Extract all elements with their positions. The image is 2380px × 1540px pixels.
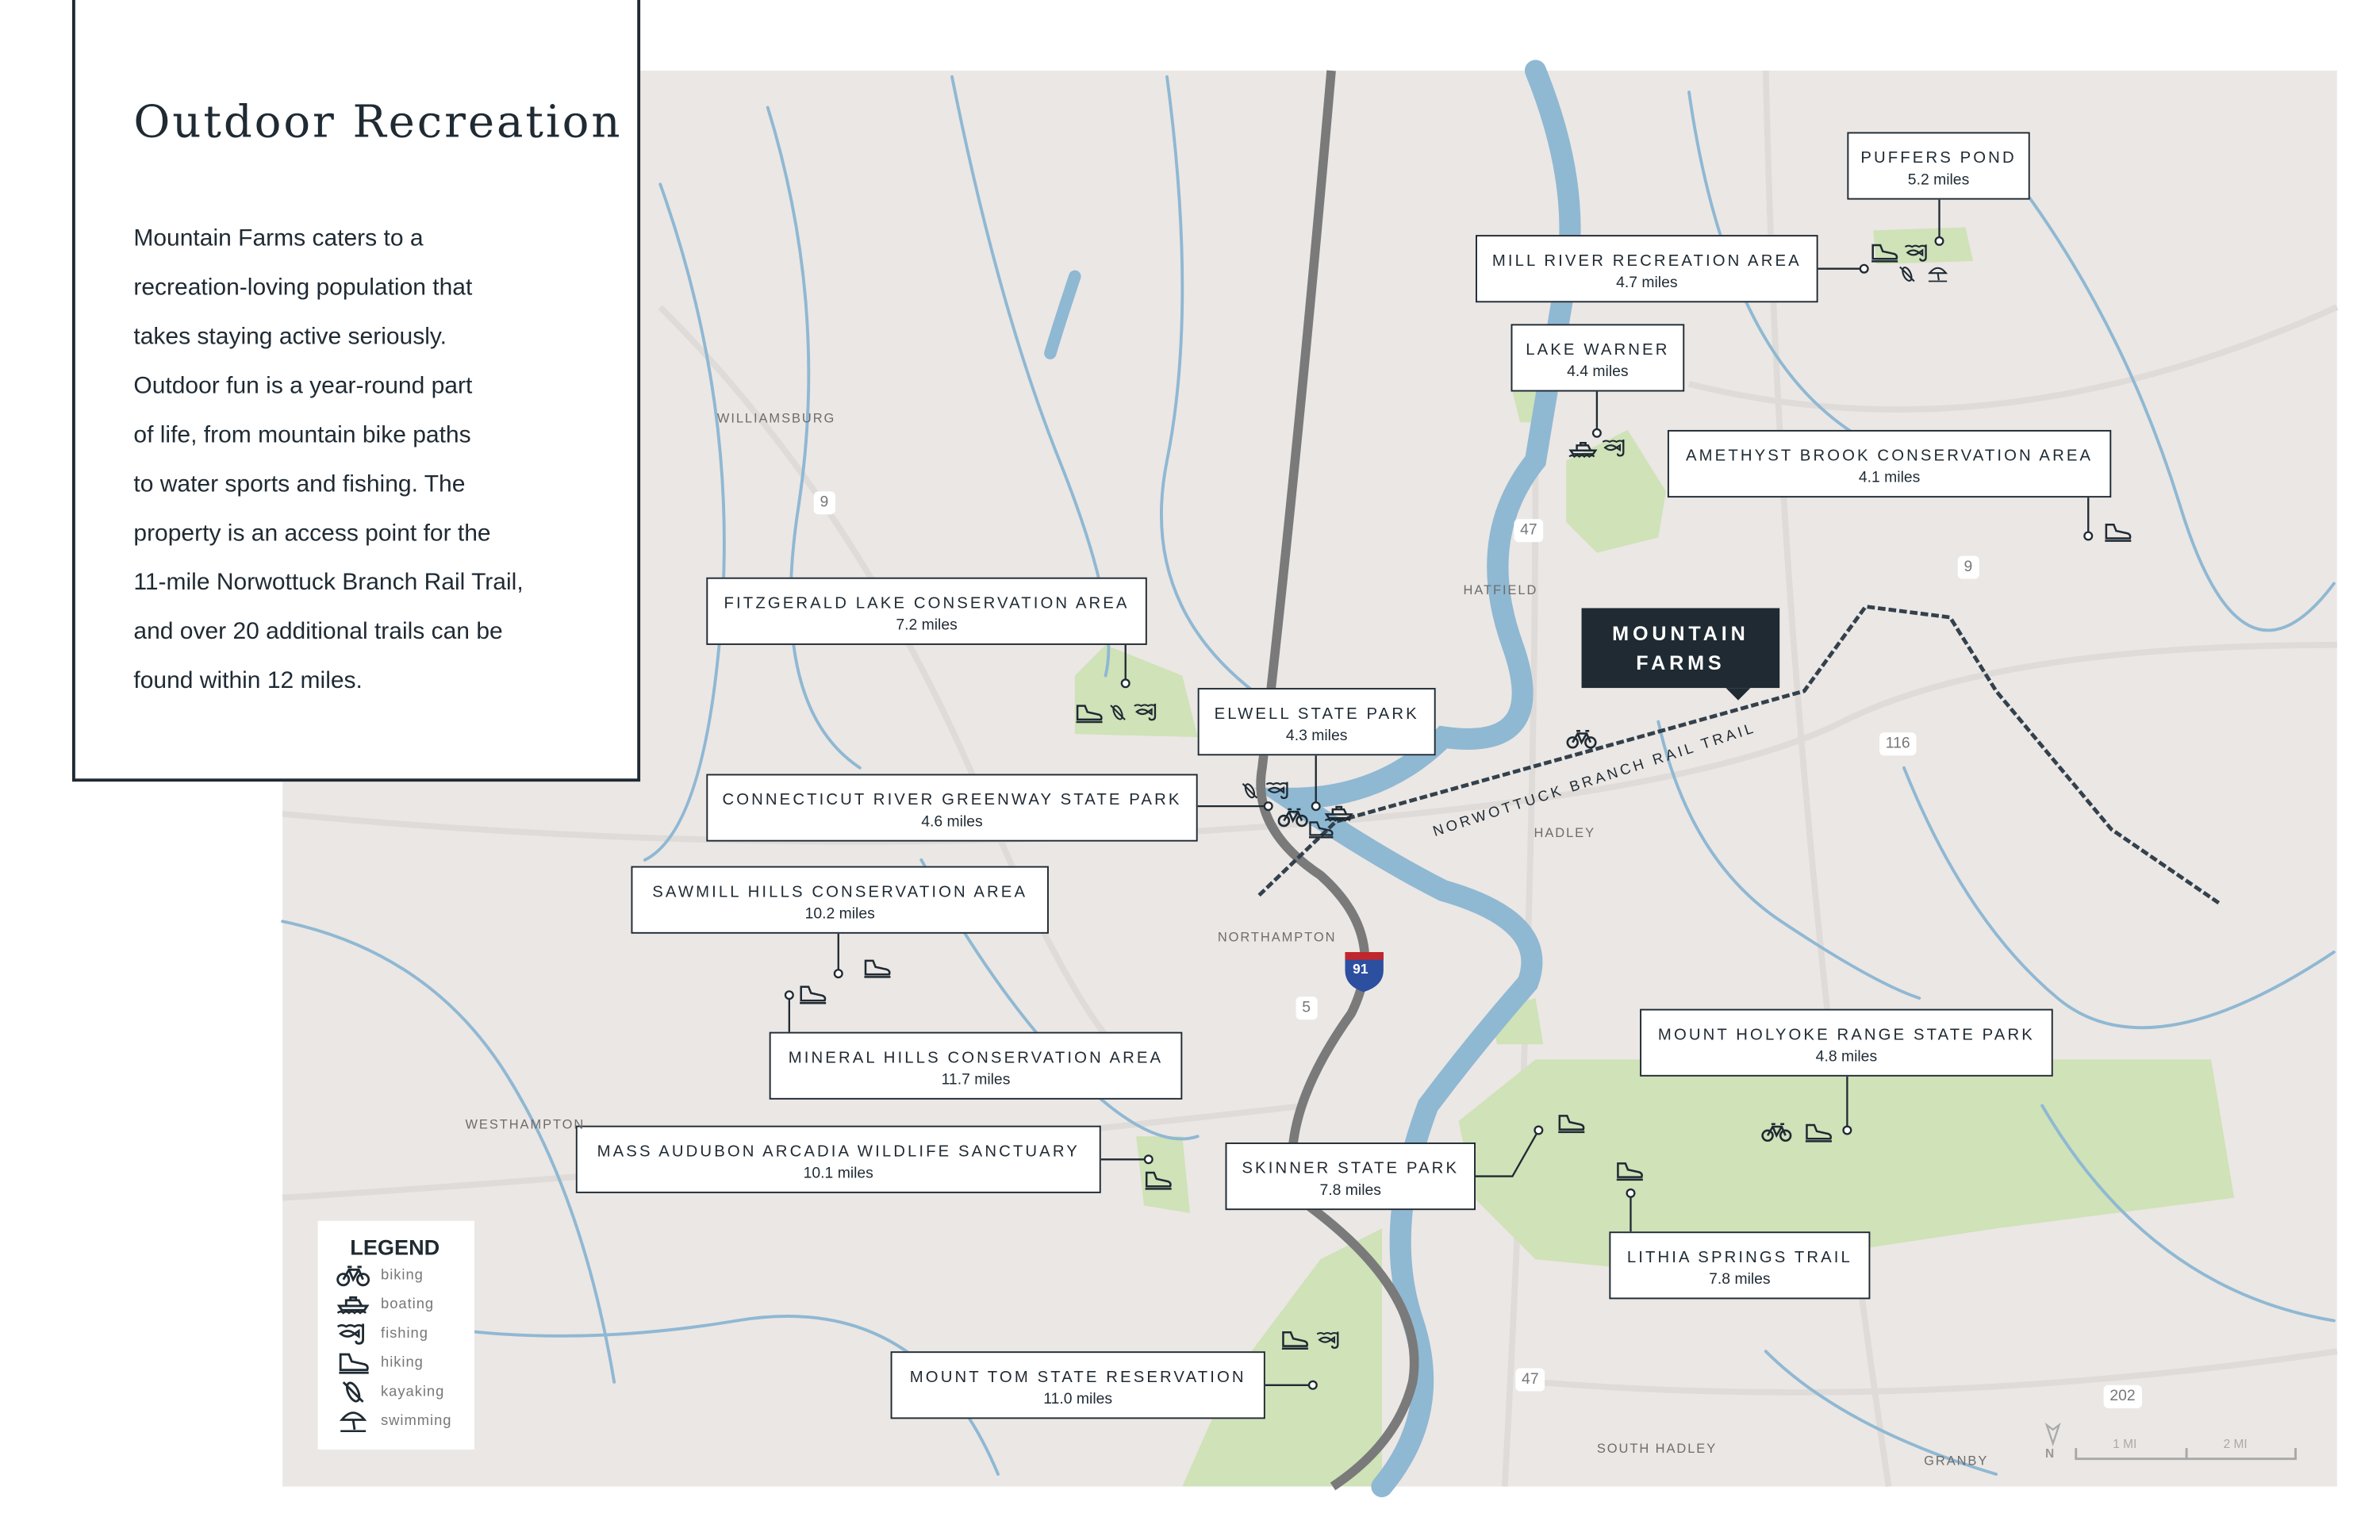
site-name: SKINNER STATE PARK: [1242, 1159, 1460, 1178]
route-shield: 47: [1514, 519, 1544, 543]
interstate-number: 91: [1353, 961, 1368, 977]
site-name: MILL RIVER RECREATION AREA: [1491, 252, 1802, 271]
site-distance: 4.1 miles: [1858, 470, 1921, 487]
route-shield: 9: [813, 491, 835, 515]
route-shield: 47: [1515, 1368, 1545, 1392]
legend-label: boating: [380, 1296, 435, 1313]
biking-icon: [336, 1265, 370, 1287]
town-label: NORTHAMPTON: [1217, 928, 1337, 945]
site-distance: 10.2 miles: [804, 905, 875, 924]
legend-label: swimming: [380, 1412, 452, 1430]
site-label-mount-holyoke-range: MOUNT HOLYOKE RANGE STATE PARK 4.8 miles: [1640, 1008, 2053, 1077]
legend-label: fishing: [380, 1325, 428, 1342]
site-distance: 4.4 miles: [1567, 363, 1629, 381]
legend: LEGEND biking boating fishing hiking kay…: [317, 1220, 475, 1450]
intro-line: of life, from mountain bike paths: [133, 422, 471, 449]
town-label: WESTHAMPTON: [465, 1116, 585, 1132]
town-label: GRANBY: [1924, 1452, 1989, 1469]
legend-title: LEGEND: [350, 1235, 440, 1260]
rail-trail-line: [1257, 604, 2221, 905]
intro-panel: Outdoor Recreation Mountain Farms caters…: [71, 0, 641, 782]
site-name: ELWELL STATE PARK: [1214, 705, 1419, 724]
scale-bar: [2075, 1448, 2297, 1461]
site-label-connecticut-river-greenway: CONNECTICUT RIVER GREENWAY STATE PARK 4.6…: [706, 774, 1198, 842]
site-distance: 7.8 miles: [1709, 1271, 1771, 1288]
site-name: LITHIA SPRINGS TRAIL: [1626, 1248, 1852, 1267]
site-label-fitzgerald-lake: FITZGERALD LAKE CONSERVATION AREA 7.2 mil…: [706, 577, 1147, 645]
intro-line: recreation-loving population that: [133, 275, 473, 301]
site-label-amethyst-brook: AMETHYST BROOK CONSERVATION AREA 4.1 mile…: [1667, 429, 2112, 498]
intro-line: property is an access point for the: [133, 520, 491, 547]
site-label-lithia-springs: LITHIA SPRINGS TRAIL 7.8 miles: [1609, 1231, 1871, 1300]
route-shield: 9: [1957, 555, 1979, 579]
site-label-puffers-pond: PUFFERS POND 5.2 miles: [1847, 132, 2030, 200]
site-distance: 4.7 miles: [1616, 275, 1678, 292]
site-name: CONNECTICUT RIVER GREENWAY STATE PARK: [722, 790, 1182, 809]
site-label-skinner-state-park: SKINNER STATE PARK 7.8 miles: [1225, 1142, 1476, 1211]
site-label-mount-tom: MOUNT TOM STATE RESERVATION 11.0 miles: [890, 1351, 1265, 1419]
site-label-mill-river: MILL RIVER RECREATION AREA 4.7 miles: [1475, 235, 1818, 303]
swimming-icon: [339, 1411, 367, 1433]
intro-line: found within 12 miles.: [133, 667, 363, 694]
intro-line: to water sports and fishing. The: [133, 471, 466, 498]
site-label-lake-warner: LAKE WARNER 4.4 miles: [1511, 324, 1685, 392]
site-name: MOUNT TOM STATE RESERVATION: [909, 1368, 1246, 1387]
property-name-line: FARMS: [1636, 651, 1726, 674]
intro-line: takes staying active seriously.: [133, 324, 447, 351]
mountain-farms-marker: MOUNTAIN FARMS: [1581, 608, 1780, 701]
site-distance: 5.2 miles: [1907, 171, 1970, 190]
site-distance: 7.8 miles: [1319, 1182, 1381, 1200]
connectors: [784, 199, 2094, 1390]
parks: [1074, 227, 2235, 1487]
site-distance: 11.7 miles: [941, 1071, 1011, 1089]
intro-line: Outdoor fun is a year-round part: [133, 373, 473, 400]
legend-label: hiking: [380, 1354, 424, 1372]
route-shield: 5: [1296, 997, 1317, 1020]
site-label-elwell-state-park: ELWELL STATE PARK 4.3 miles: [1197, 688, 1436, 756]
kayaking-icon: [342, 1380, 365, 1404]
town-label: WILLIAMSBURG: [716, 409, 836, 426]
site-name: MINERAL HILLS CONSERVATION AREA: [788, 1048, 1164, 1068]
intro-line: and over 20 additional trails can be: [133, 618, 503, 645]
intro-line: Mountain Farms caters to a: [133, 225, 424, 252]
route-shield: 202: [2103, 1384, 2142, 1408]
site-distance: 4.6 miles: [921, 813, 983, 831]
site-label-mineral-hills: MINERAL HILLS CONSERVATION AREA 11.7 mile…: [769, 1031, 1183, 1100]
interstate-shield: [1345, 951, 1384, 993]
site-name: FITZGERALD LAKE CONSERVATION AREA: [724, 594, 1130, 613]
site-name: AMETHYST BROOK CONSERVATION AREA: [1686, 447, 2094, 466]
north-arrow: [2044, 1422, 2061, 1447]
intro-text: Mountain Farms caters to a recreation-lo…: [133, 215, 523, 706]
town-label: SOUTH HADLEY: [1596, 1440, 1718, 1456]
site-label-sawmill-hills: SAWMILL HILLS CONSERVATION AREA 10.2 mile…: [631, 866, 1049, 934]
route-shield: 116: [1879, 732, 1917, 756]
page-title: Outdoor Recreation: [133, 94, 623, 148]
legend-label: kayaking: [380, 1383, 445, 1401]
site-name: MASS AUDUBON ARCADIA WILDLIFE SANCTUARY: [597, 1142, 1080, 1162]
hiking-icon: [337, 1353, 370, 1374]
site-name: MOUNT HOLYOKE RANGE STATE PARK: [1657, 1025, 2035, 1045]
town-label: HATFIELD: [1463, 582, 1538, 597]
north-label: N: [2045, 1446, 2055, 1461]
legend-label: biking: [380, 1266, 424, 1285]
scale-mark: 1 MI: [2113, 1437, 2137, 1452]
intro-line: 11-mile Norwottuck Branch Rail Trail,: [133, 570, 524, 596]
site-name: PUFFERS POND: [1860, 148, 2017, 167]
site-label-mass-audubon-arcadia: MASS AUDUBON ARCADIA WILDLIFE SANCTUARY 1…: [575, 1125, 1101, 1193]
fishing-icon: [336, 1323, 365, 1345]
site-name: LAKE WARNER: [1526, 340, 1670, 359]
site-distance: 11.0 miles: [1043, 1391, 1113, 1408]
site-distance: 10.1 miles: [803, 1166, 873, 1183]
site-name: SAWMILL HILLS CONSERVATION AREA: [652, 882, 1028, 902]
site-distance: 4.3 miles: [1285, 728, 1348, 745]
property-name-line: MOUNTAIN: [1612, 621, 1749, 645]
town-label: HADLEY: [1534, 824, 1595, 840]
scale-mark: 2 MI: [2223, 1437, 2248, 1452]
boating-icon: [336, 1296, 369, 1315]
site-distance: 7.2 miles: [896, 617, 958, 635]
site-distance: 4.8 miles: [1815, 1048, 1878, 1066]
